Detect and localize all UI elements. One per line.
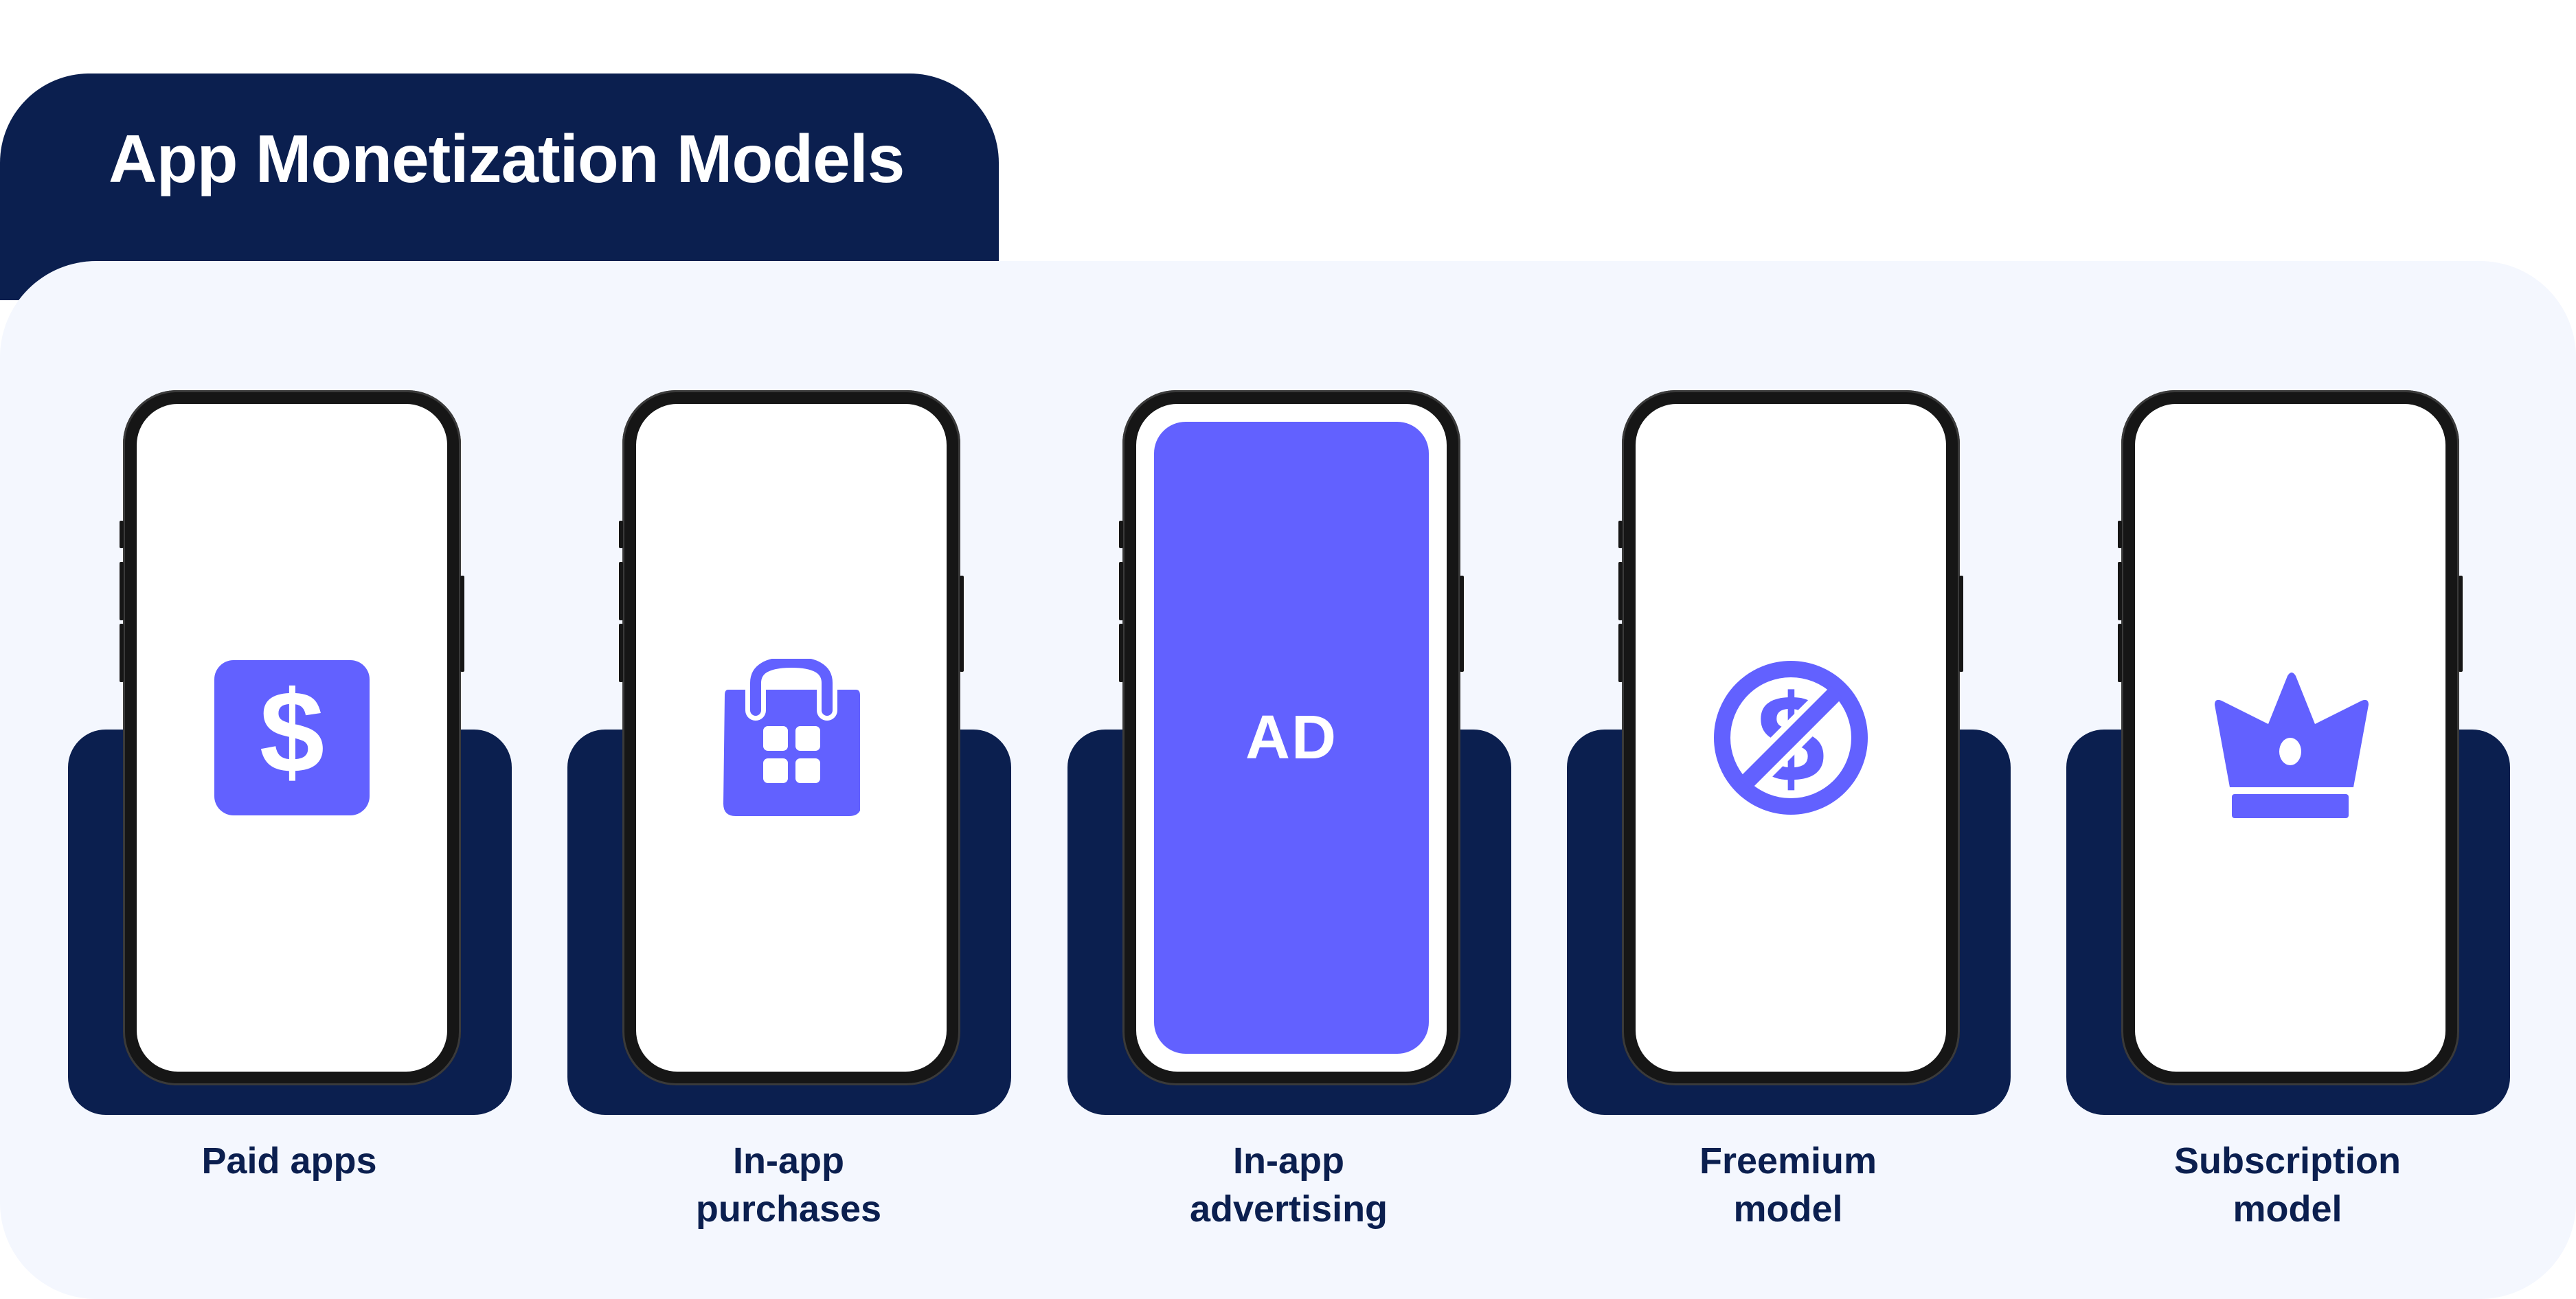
crown-icon: [2215, 673, 2369, 818]
phone-screen: [2135, 404, 2445, 1072]
model-card-freemium: $ Freemium model: [1561, 0, 2015, 1299]
ad-text: AD: [1245, 703, 1337, 772]
dollar-bill-icon: $: [214, 660, 370, 815]
ad-banner: AD: [1154, 422, 1429, 1054]
phone-mockup: $: [120, 390, 464, 1085]
phone-screen: $: [137, 404, 447, 1072]
model-label: In-app purchases: [695, 1140, 882, 1230]
model-card-in-app-advertising: AD In-app advertising: [1062, 0, 1515, 1299]
phone-screen: [636, 404, 947, 1072]
model-label: In-app advertising: [1189, 1140, 1388, 1230]
phone-mockup: $: [1618, 390, 1963, 1085]
model-label: Freemium model: [1699, 1140, 1877, 1230]
model-card-in-app-purchases: In-app purchases: [562, 0, 1015, 1299]
model-card-paid-apps: $ Paid apps: [63, 0, 516, 1299]
svg-text:$: $: [260, 667, 325, 798]
page-title: App Monetization Models: [109, 121, 905, 196]
phone-mockup: [2118, 390, 2463, 1085]
no-dollar-icon: $: [1714, 661, 1868, 815]
phone-screen: AD: [1136, 404, 1447, 1072]
model-label: Paid apps: [201, 1140, 377, 1182]
phone-mockup: AD: [1119, 390, 1464, 1085]
phone-mockup: [619, 390, 964, 1085]
phone-screen: $: [1636, 404, 1946, 1072]
model-label: Subscription model: [2173, 1140, 2401, 1230]
model-card-subscription: Subscription model: [2061, 0, 2514, 1299]
shopping-bag-icon: [723, 659, 860, 816]
